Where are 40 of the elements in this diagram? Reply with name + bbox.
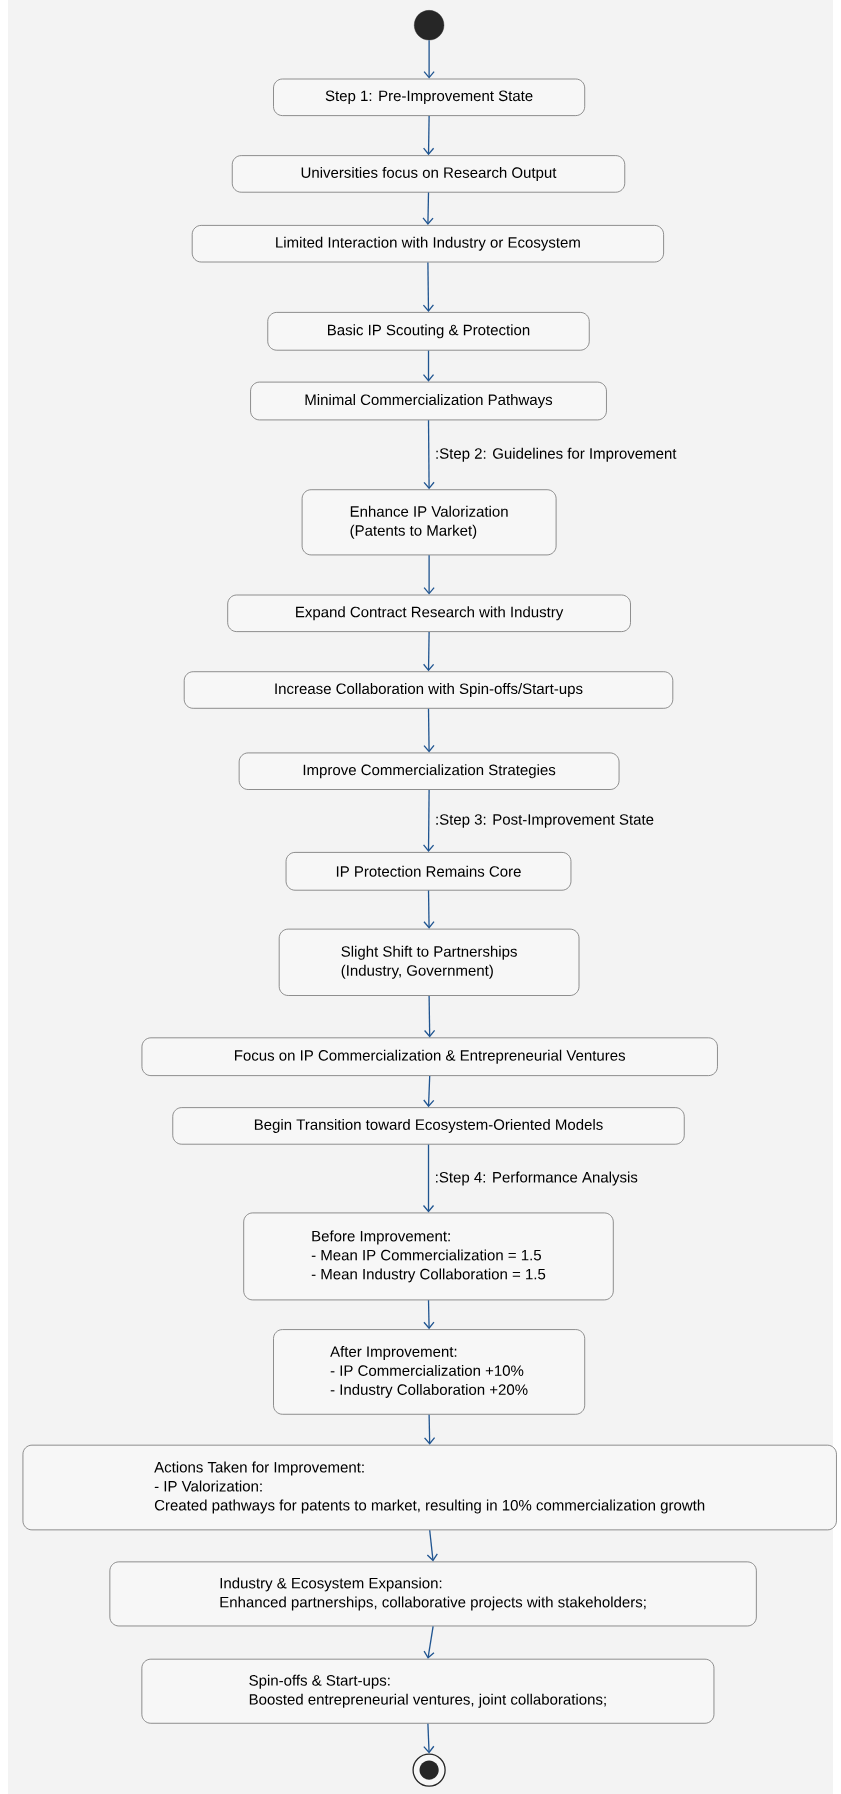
arrow xyxy=(422,349,435,382)
activity-box: Focus on IP Commercialization & Entrepreneurial Ventures xyxy=(141,1037,718,1076)
activity-box: Slight Shift to Partnerships (Industry, Government) xyxy=(278,928,580,996)
activity-box: Spin-offs & Start-ups: Boosted entrepreneurial ventures, joint collaborations; xyxy=(141,1658,715,1724)
arrow xyxy=(423,995,436,1038)
activity-box: Begin Transition toward Ecosystem-Oriented Models xyxy=(172,1107,685,1145)
activity-box: Minimal Commercialization Pathways xyxy=(250,381,607,421)
activity-box: Increase Collaboration with Spin-offs/Start-ups xyxy=(183,671,674,709)
activity-box: Enhance IP Valorization (Patents to Market) xyxy=(301,489,557,556)
arrow xyxy=(422,631,435,672)
activity-box: Expand Contract Research with Industry xyxy=(227,594,631,632)
activity-box: Actions Taken for Improvement: - IP Valorization: Created pathways for patents to market, resulting in 10% commercialization growth xyxy=(22,1444,837,1531)
arrow xyxy=(423,1723,435,1754)
start-dot xyxy=(414,10,445,41)
arrow xyxy=(423,554,435,595)
arrow xyxy=(422,115,435,156)
activity-box: Improve Commercialization Strategies xyxy=(238,752,620,790)
arrow xyxy=(423,708,435,753)
arrow xyxy=(422,261,435,312)
arrow xyxy=(423,1625,435,1659)
arrow xyxy=(423,1299,435,1330)
activity-box: Limited Interaction with Industry or Ecosystem xyxy=(191,225,664,263)
arrow xyxy=(423,889,435,929)
activity-box: After Improvement: - IP Commercialization +10% - Industry Collaboration +20% xyxy=(273,1329,586,1415)
arrow xyxy=(422,1143,435,1213)
activity-box: Basic IP Scouting & Protection xyxy=(267,312,590,351)
end-dot xyxy=(412,1753,446,1787)
edge-label: :Step 3: Post-Improvement State xyxy=(434,813,655,829)
activity-box: Before Improvement: - Mean IP Commercialization = 1.5 - Mean Industry Collaboration = 1.5 xyxy=(243,1212,614,1301)
arrow xyxy=(426,1529,438,1562)
activity-box: IP Protection Remains Core xyxy=(285,852,572,891)
arrow xyxy=(423,419,435,490)
arrow xyxy=(423,39,435,79)
activity-box: Step 1: Pre-Improvement State xyxy=(273,78,586,116)
activity-box: Universities focus on Research Output xyxy=(231,155,626,193)
arrow xyxy=(422,191,434,225)
arrow xyxy=(422,789,435,852)
activity-box: Industry & Ecosystem Expansion: Enhanced partnerships, collaborative projects with stakeholders; xyxy=(109,1561,757,1627)
arrow xyxy=(423,1414,436,1445)
arrow xyxy=(423,1075,435,1108)
